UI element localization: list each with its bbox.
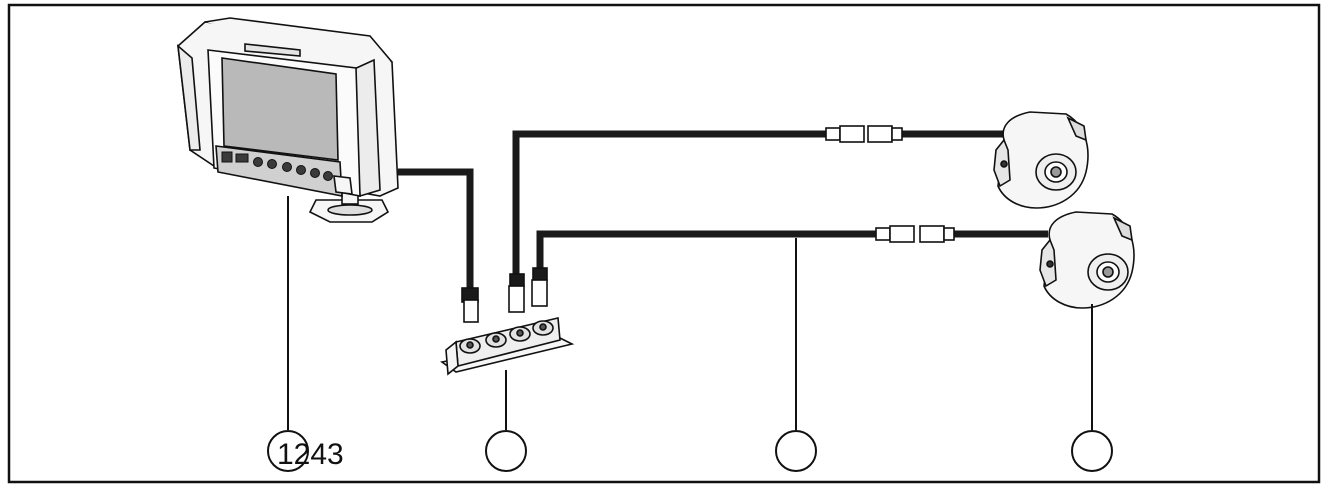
leader-lines: [287, 196, 1093, 430]
junction-box-icon: [440, 317, 575, 376]
camera-1-cable: [512, 130, 828, 278]
callout-number-text: 1243: [277, 438, 344, 471]
callout-circle-cable: [775, 430, 817, 472]
camera-icon: [993, 111, 1089, 209]
callout-circle-monitor: [267, 430, 309, 472]
inline-connector-icon: [825, 125, 903, 143]
camera-2-plug-icon: [531, 267, 548, 307]
diagram-frame: [7, 3, 1321, 484]
inline-connector-icon: [875, 225, 955, 243]
camera-2-cable: [536, 230, 878, 272]
callout-circle-camera: [1071, 430, 1113, 472]
monitor-icon: [176, 17, 399, 223]
callout-circle-junction-box: [485, 430, 527, 472]
camera-1-plug-icon: [508, 273, 525, 313]
camera-icon: [1039, 211, 1135, 309]
monitor-cable: [398, 168, 474, 290]
monitor-connector-icon: [461, 287, 479, 323]
